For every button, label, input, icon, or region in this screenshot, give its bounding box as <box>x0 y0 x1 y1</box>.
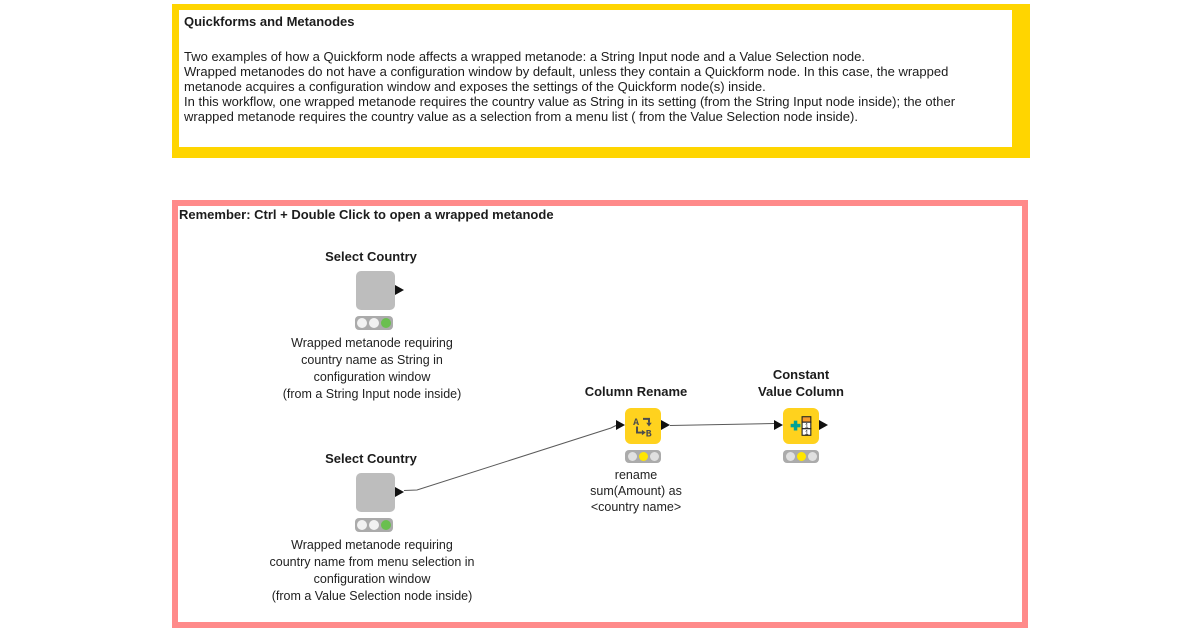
metanode1-label: Select Country <box>325 249 417 264</box>
status-red-off <box>357 520 367 530</box>
annotation-text-line: Two examples of how a Quickform node aff… <box>184 49 866 64</box>
metanode2-wrapped-metanode[interactable] <box>356 473 395 512</box>
status-red-off <box>627 452 637 461</box>
column-rename-output-port[interactable] <box>661 420 670 430</box>
column-rename-traffic-light <box>625 450 661 463</box>
status-yellow-on <box>638 452 648 461</box>
svg-text:1: 1 <box>805 429 809 436</box>
metanode2-output-port[interactable] <box>395 487 404 497</box>
constant-value-column-label: Constant Value Column <box>758 367 844 399</box>
annotation-title: Quickforms and Metanodes <box>184 14 355 29</box>
metanode2-label: Select Country <box>325 451 417 466</box>
metanode2-caption: Wrapped metanode requiring country name … <box>269 538 475 603</box>
column-rename-caption: rename sum(Amount) as <country name> <box>590 468 682 514</box>
svg-text:B: B <box>646 428 652 438</box>
metanode1-wrapped-metanode[interactable] <box>356 271 395 310</box>
column-rename-input-port[interactable] <box>616 420 625 430</box>
constant-value-column-input-port[interactable] <box>774 420 783 430</box>
metanode1-output-port[interactable] <box>395 285 404 295</box>
status-yellow-off <box>369 520 379 530</box>
svg-text:A: A <box>633 417 639 428</box>
status-green-on <box>381 318 391 328</box>
metanode1-traffic-light <box>355 316 393 330</box>
constant-value-column-traffic-light <box>783 450 819 463</box>
metanode2-traffic-light <box>355 518 393 532</box>
rename-a-to-b-icon: A B <box>633 417 652 438</box>
status-red-off <box>357 318 367 328</box>
annotation-quickforms-background: Quickforms and Metanodes Two examples of… <box>179 10 1012 147</box>
status-green-off <box>807 452 817 461</box>
status-green-off <box>649 452 659 461</box>
status-red-off <box>785 452 795 461</box>
annotation-text-line: Wrapped metanodes do not have a configur… <box>184 64 949 79</box>
constant-value-column-node[interactable]: 1 1 <box>783 408 819 444</box>
constant-value-column-output-port[interactable] <box>819 420 828 430</box>
metanode1-caption: Wrapped metanode requiring country name … <box>282 336 462 401</box>
workflow-reminder-text: Remember: Ctrl + Double Click to open a … <box>179 207 554 222</box>
status-yellow-off <box>369 318 379 328</box>
column-rename-node[interactable]: A B <box>625 408 661 444</box>
annotation-workflow-frame[interactable]: Remember: Ctrl + Double Click to open a … <box>172 200 1028 628</box>
annotation-text-line: In this workflow, one wrapped metanode r… <box>184 94 956 109</box>
status-yellow-on <box>796 452 806 461</box>
annotation-text-line: wrapped metanode requires the country va… <box>184 109 858 124</box>
svg-text:1: 1 <box>805 423 809 430</box>
annotation-text-line: metanode acquires a configuration window… <box>184 79 766 94</box>
annotation-quickforms[interactable]: Quickforms and Metanodes Two examples of… <box>172 4 1030 158</box>
status-green-on <box>381 520 391 530</box>
column-rename-label: Column Rename <box>584 384 688 399</box>
add-constant-column-icon: 1 1 <box>790 416 812 436</box>
